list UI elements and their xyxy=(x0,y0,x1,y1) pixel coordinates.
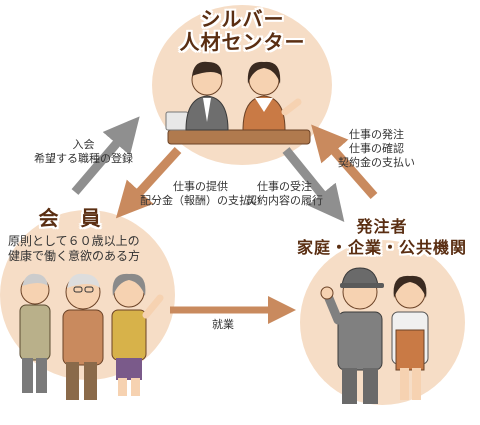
label-member-to-client-line-1: 就業 xyxy=(212,318,234,331)
client-title-line-2: 家庭・企業・公共機関 xyxy=(296,238,467,257)
members-description-line-1: 原則として６０歳以上の xyxy=(8,234,140,248)
arrow-center-to-member xyxy=(115,146,182,219)
label-center-to-member: 仕事の提供 配分金（報酬）の支払い xyxy=(140,180,261,208)
center-staff-illustration xyxy=(165,61,311,145)
client-title-line-1: 発注者 xyxy=(356,217,408,236)
label-center-to-client-line-2: 契約内容の履行 xyxy=(246,194,323,207)
label-member-to-center: 入会 希望する職種の登録 xyxy=(34,138,133,166)
members-description-line-2: 健康で働く意欲のある方 xyxy=(8,249,141,263)
arrow-center-to-client xyxy=(282,147,345,222)
label-member-to-center-line-1: 入会 xyxy=(72,138,95,151)
label-center-to-client: 仕事の受注 契約内容の履行 xyxy=(246,180,323,208)
label-client-to-center-line-2: 仕事の確認 xyxy=(349,142,404,155)
client-illustration xyxy=(320,267,429,404)
members-illustration xyxy=(19,273,164,400)
center-title-line-2: 人材センター xyxy=(179,30,306,54)
center-title: シルバー 人材センター xyxy=(160,8,325,54)
label-client-to-center: 仕事の発注 仕事の確認 契約金の支払い xyxy=(338,128,415,170)
label-member-to-center-line-2: 希望する職種の登録 xyxy=(34,152,133,165)
label-center-to-member-line-1: 仕事の提供 xyxy=(173,180,228,193)
label-member-to-client: 就業 xyxy=(212,318,234,332)
label-center-to-member-line-2: 配分金（報酬）の支払い xyxy=(140,194,261,207)
arrow-member-to-center xyxy=(71,116,140,195)
client-title: 発注者 家庭・企業・公共機関 xyxy=(292,216,472,258)
members-description: 原則として６０歳以上の 健康で働く意欲のある方 xyxy=(8,234,140,264)
members-title: 会 員 xyxy=(38,206,102,230)
arrow-client-to-center xyxy=(311,124,378,199)
label-client-to-center-line-1: 仕事の発注 xyxy=(349,128,404,141)
label-center-to-client-line-1: 仕事の受注 xyxy=(257,180,312,193)
center-title-line-1: シルバー xyxy=(200,7,285,31)
label-client-to-center-line-3: 契約金の支払い xyxy=(338,156,415,169)
